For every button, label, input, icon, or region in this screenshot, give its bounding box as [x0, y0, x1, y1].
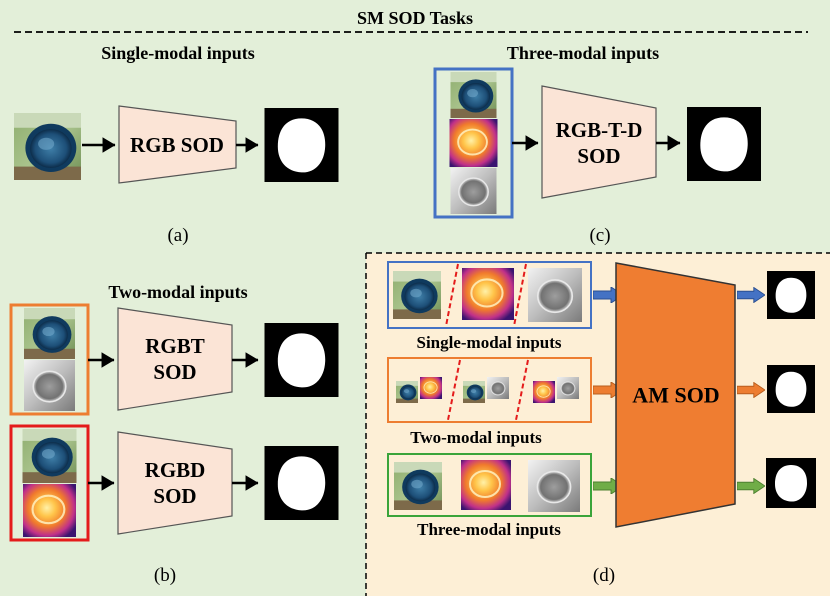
thermal-image-icon [420, 376, 442, 400]
depth-image-icon [487, 376, 509, 400]
rgbd-sod-label: RGBD SOD [145, 457, 206, 510]
rgbt-sod-label: RGBT SOD [145, 333, 205, 386]
rgb-image-icon [393, 271, 441, 319]
thermal-image-icon [460, 460, 512, 510]
saliency-mask-icon [766, 458, 816, 508]
depth-image-icon [449, 168, 498, 214]
thermal-image-icon [533, 380, 555, 404]
am-sod-label: AM SOD [632, 382, 720, 408]
three-modal-label: Three-modal inputs [417, 520, 561, 539]
rgb-t-d-sod-label: RGB-T-D SOD [556, 117, 643, 170]
thermal-image-icon [462, 268, 514, 320]
saliency-mask-icon [264, 323, 339, 397]
modal-separator [447, 359, 461, 421]
two-modal-frame [387, 357, 592, 423]
saliency-mask-icon [264, 446, 339, 520]
thermal-image-icon [448, 119, 499, 167]
two-modal-label: Two-modal inputs [410, 428, 542, 447]
panel-b-inputs-title: Two-modal inputs [108, 282, 248, 302]
single-modal-label: Single-modal inputs [416, 333, 562, 352]
rgbd-sod-model [117, 431, 233, 535]
panel-a-caption: (a) [167, 225, 189, 246]
saliency-mask-icon [264, 108, 339, 182]
saliency-mask-icon [687, 107, 761, 181]
thermal-image-icon [21, 484, 78, 537]
rgbd-line1: RGBD [144, 457, 206, 482]
page-title: SM SOD Tasks [356, 8, 474, 28]
panel-c-caption: (c) [589, 225, 611, 246]
rgb-t-d-line2: SOD [577, 144, 621, 168]
rgbt-line1: RGBT [145, 333, 205, 358]
rgb-t-d-sod-model [541, 85, 657, 199]
single-modal-frame [387, 261, 592, 329]
rgb-image-icon [22, 429, 77, 483]
depth-image-icon [557, 376, 579, 400]
rgbt-line2: SOD [153, 360, 197, 384]
panel-b-caption: (b) [153, 565, 177, 586]
rgb-t-d-line1: RGB-T-D [555, 117, 643, 142]
rgb-image-icon [450, 72, 497, 118]
modal-separator [445, 263, 459, 327]
depth-image-icon [22, 360, 77, 411]
panel-d-caption: (d) [592, 565, 616, 586]
panel-c-inputs-title: Three-modal inputs [506, 43, 660, 63]
depth-image-icon [527, 460, 581, 512]
panel-d-background [366, 253, 830, 596]
rgb-image-icon [463, 381, 485, 403]
rgb-sod-model [118, 105, 237, 184]
three-modal-row-frame [387, 453, 592, 517]
panel-a-inputs-title: Single-modal inputs [101, 43, 255, 63]
rgb-image-icon [14, 113, 81, 180]
saliency-mask-icon [767, 271, 815, 319]
rgb-image-icon [396, 381, 418, 403]
modal-separator [513, 263, 527, 327]
saliency-mask-icon [767, 365, 815, 413]
rgbt-sod-model [117, 307, 233, 411]
modal-separator [515, 359, 529, 421]
rgb-image-icon [394, 462, 442, 510]
depth-image-icon [528, 268, 582, 322]
rgbd-line2: SOD [153, 484, 197, 508]
rgb-sod-label: RGB SOD [130, 132, 224, 157]
am-sod-model [615, 262, 736, 528]
rgb-image-icon [24, 308, 75, 359]
